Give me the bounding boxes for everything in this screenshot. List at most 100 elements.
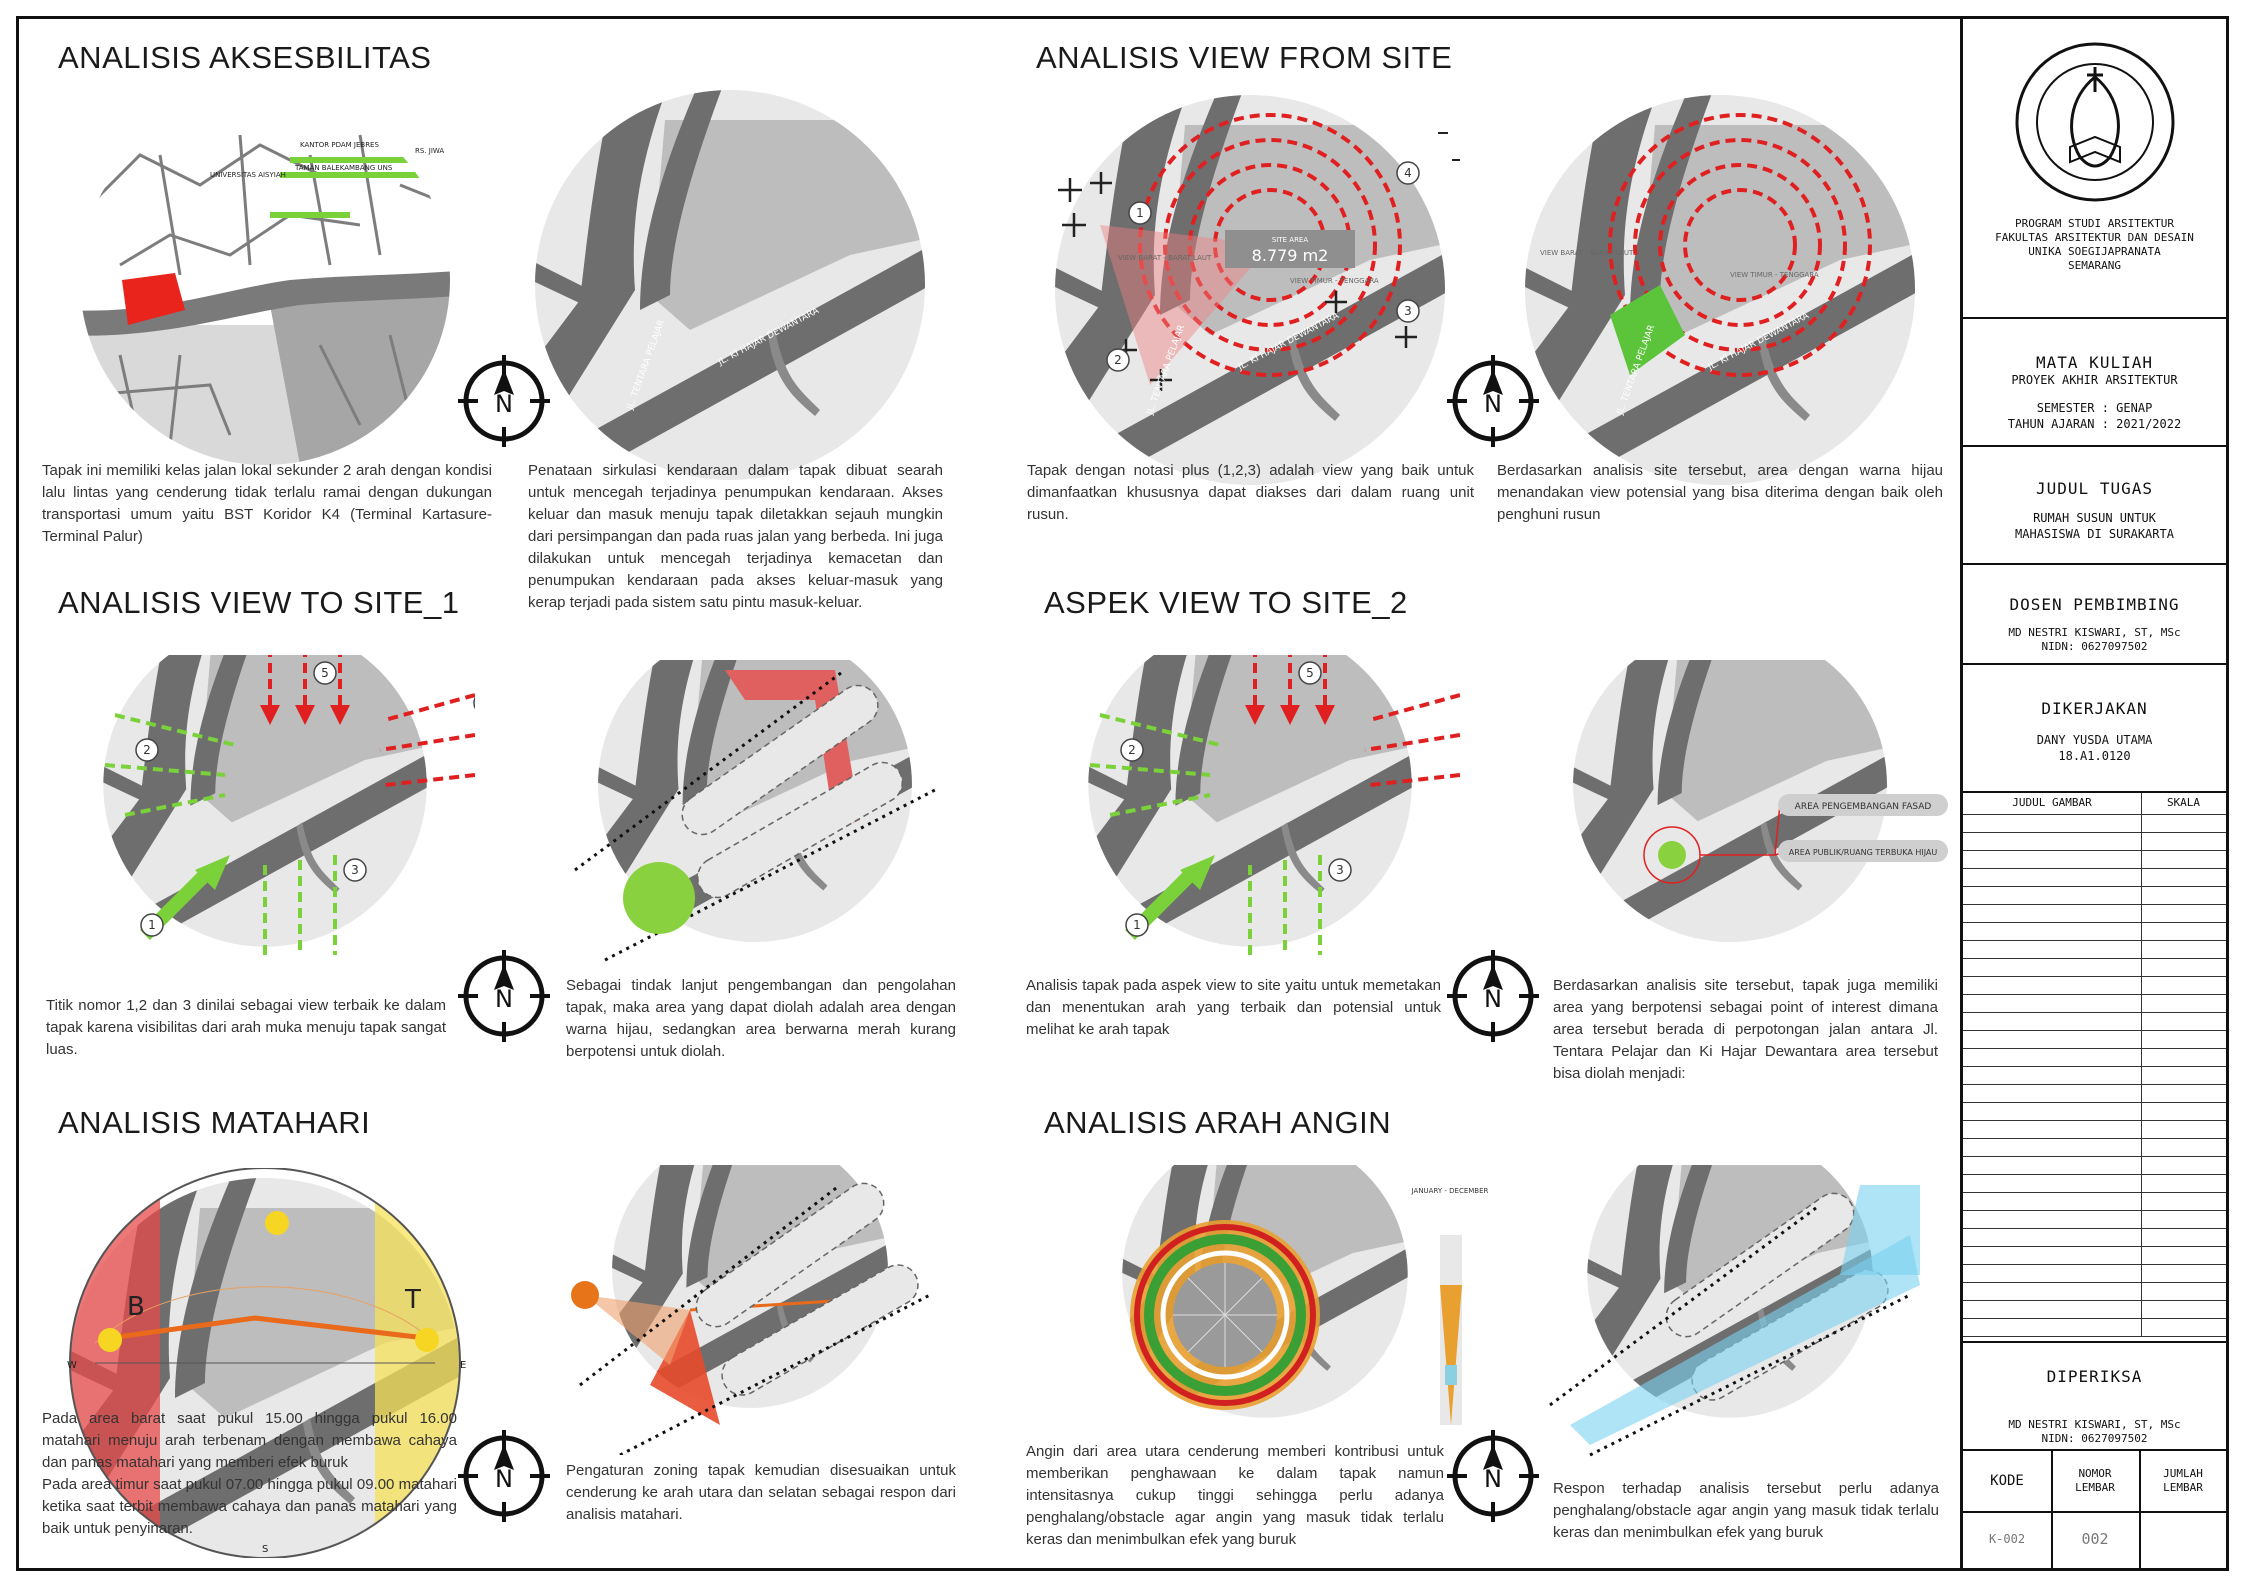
tb-col-skala: SKALA xyxy=(2166,796,2201,809)
tb-gambar-row xyxy=(1963,1139,2226,1157)
tb-dikerjakan-title: DIKERJAKAN xyxy=(2041,699,2148,718)
text-aksesbilitas-1: Tapak ini memiliki kelas jalan lokal sek… xyxy=(42,462,492,545)
tb-kode-label: KODE xyxy=(1990,1473,2024,1489)
north-compass-icon: N xyxy=(458,950,550,1042)
view-label-barat: VIEW BARAT - BARAT LAUT xyxy=(1118,254,1212,262)
compass-n: N xyxy=(1484,1465,1502,1493)
tb-gambar-row xyxy=(1963,977,2226,995)
svg-text:2: 2 xyxy=(1128,743,1136,757)
label-w: W xyxy=(67,1360,77,1371)
tb-mata-kuliah: MATA KULIAH PROYEK AKHIR ARSITEKTUR SEME… xyxy=(1963,319,2226,447)
title-block: PROGRAM STUDI ARSITEKTUR FAKULTAS ARSITE… xyxy=(1960,19,2226,1568)
tb-mhs-name: DANY YUSDA UTAMA xyxy=(2036,733,2153,747)
compass-n: N xyxy=(495,390,513,418)
svg-text:2: 2 xyxy=(1114,353,1122,367)
tb-judul-title: JUDUL TUGAS xyxy=(2036,479,2153,498)
map-label-kantor: KANTOR PDAM JEBRES xyxy=(300,141,379,149)
tb-mk-name: PROYEK AKHIR ARSITEKTUR xyxy=(2011,373,2178,387)
zoning-sun-response-map xyxy=(571,1165,931,1455)
view-label-timur: VIEW TIMUR - TENGGARA xyxy=(1730,271,1819,279)
tb-diperiksa-nidn: NIDN: 0627097502 xyxy=(2041,1432,2148,1445)
label-e: E xyxy=(460,1360,466,1371)
map-label-universitas: UNIVERSITAS AISYIAH xyxy=(210,171,286,179)
svg-text:5: 5 xyxy=(321,666,329,680)
sun-path-diagram: B T W E S xyxy=(67,1168,466,1558)
tb-kode-block: KODE NOMOR LEMBAR JUMLAH LEMBAR K-002 00… xyxy=(1963,1451,2226,1568)
tb-school-line2: FAKULTAS ARSITEKTUR DAN DESAIN xyxy=(1995,231,2194,244)
title-view-from-site: ANALISIS VIEW FROM SITE xyxy=(1036,40,1453,75)
tb-judul-1: RUMAH SUSUN UNTUK xyxy=(2033,511,2156,525)
tb-gambar-row xyxy=(1963,1211,2226,1229)
text-view-from-2: Berdasarkan analisis site tersebut, area… xyxy=(1497,462,1943,523)
north-compass-icon: N xyxy=(1447,950,1539,1042)
svg-text:4: 4 xyxy=(1404,166,1412,180)
tb-gambar-row xyxy=(1963,1319,2226,1337)
tb-gambar-row xyxy=(1963,869,2226,887)
tb-gambar-row xyxy=(1963,1085,2226,1103)
label-s: S xyxy=(262,1544,268,1555)
tb-jumlah-label-1: JUMLAH xyxy=(2163,1467,2203,1480)
tb-gambar-header: JUDUL GAMBAR SKALA xyxy=(1963,793,2226,815)
tb-mk-title: MATA KULIAH xyxy=(2036,353,2153,372)
tb-gambar-row xyxy=(1963,995,2226,1013)
text-view-to-2b: Berdasarkan analisis site tersebut, tapa… xyxy=(1553,977,1938,1082)
wind-rose-map: JANUARY - DECEMBER xyxy=(1040,1165,1489,1425)
tb-gambar-row xyxy=(1963,833,2226,851)
tb-mhs-nim: 18.A1.0120 xyxy=(2058,749,2131,763)
tb-gambar-row xyxy=(1963,1283,2226,1301)
tb-school-line3: UNIKA SOEGIJAPRANATA xyxy=(2028,245,2161,258)
tb-university: PROGRAM STUDI ARSITEKTUR FAKULTAS ARSITE… xyxy=(1963,19,2226,319)
tb-gambar-row xyxy=(1963,1157,2226,1175)
title-view-to-site-2: ASPEK VIEW TO SITE_2 xyxy=(1044,585,1408,620)
rose-caption: JANUARY - DECEMBER xyxy=(1411,1187,1489,1195)
pill-fasad: AREA PENGEMBANGAN FASAD xyxy=(1795,802,1932,812)
text-matahari-2: Pengaturan zoning tapak kemudian disesua… xyxy=(566,1462,956,1523)
tb-diperiksa: DIPERIKSA MD NESTRI KISWARI, ST, MSc NID… xyxy=(1963,1341,2226,1451)
tb-gambar-row xyxy=(1963,1013,2226,1031)
svg-text:1: 1 xyxy=(148,918,156,932)
tb-gambar-row xyxy=(1963,1301,2226,1319)
view-label-timur: VIEW TIMUR - TENGGARA xyxy=(1290,277,1379,285)
tb-gambar-row xyxy=(1963,1067,2226,1085)
title-matahari: ANALISIS MATAHARI xyxy=(58,1105,371,1140)
text-angin-1: Angin dari area utara cenderung memberi … xyxy=(1026,1443,1444,1548)
tb-gambar-row xyxy=(1963,1049,2226,1067)
north-compass-icon: N xyxy=(458,1430,550,1522)
text-view-from-1: Tapak dengan notasi plus (1,2,3) adalah … xyxy=(1027,462,1474,523)
tb-gambar-row xyxy=(1963,1121,2226,1139)
compass-n: N xyxy=(1484,390,1502,418)
text-view-to-1b: Sebagai tindak lanjut pengembangan dan p… xyxy=(566,977,956,1060)
accessibility-map: KANTOR PDAM JEBRES RS. JIWA TAMAN BALEKA… xyxy=(80,95,450,465)
tb-gambar-row xyxy=(1963,1193,2226,1211)
tb-col-judul: JUDUL GAMBAR xyxy=(2012,796,2092,809)
svg-text:1: 1 xyxy=(1136,206,1144,220)
tb-dikerjakan: DIKERJAKAN DANY YUSDA UTAMA 18.A1.0120 xyxy=(1963,665,2226,793)
svg-text:1: 1 xyxy=(1133,918,1141,932)
tb-gambar-row xyxy=(1963,923,2226,941)
tb-gambar-row xyxy=(1963,941,2226,959)
wind-response-map xyxy=(1549,1165,1920,1457)
tb-gambar-row xyxy=(1963,1229,2226,1247)
tb-school-line1: PROGRAM STUDI ARSITEKTUR xyxy=(2015,217,2174,230)
north-compass-icon: N xyxy=(1447,1430,1539,1522)
pill-publik: AREA PUBLIK/RUANG TERBUKA HIJAU xyxy=(1789,848,1938,857)
tb-kode-value: K-002 xyxy=(1988,1532,2026,1546)
svg-text:3: 3 xyxy=(351,863,359,877)
text-view-to-2a: Analisis tapak pada aspek view to site y… xyxy=(1026,977,1441,1038)
drawing-frame xyxy=(16,16,2229,1571)
tb-gambar-row xyxy=(1963,887,2226,905)
view-label-barat: VIEW BARAT - BARAT LAUT xyxy=(1540,249,1634,257)
compass-n: N xyxy=(495,1465,513,1493)
title-aksesbilitas: ANALISIS AKSESBILITAS xyxy=(58,40,432,75)
tb-semester: SEMESTER : GENAP xyxy=(2036,401,2153,415)
compass-n: N xyxy=(1484,985,1502,1013)
tb-judul-2: MAHASISWA DI SURAKARTA xyxy=(2015,527,2174,541)
tb-dosen-title: DOSEN PEMBIMBING xyxy=(2009,595,2180,614)
label-timur: T xyxy=(404,1285,421,1315)
text-matahari-1: Pada area barat saat pukul 15.00 hingga … xyxy=(42,1410,457,1537)
site-area-label: SITE AREA xyxy=(1272,236,1309,244)
tb-nomor-value: 002 xyxy=(2081,1530,2109,1548)
tb-gambar-row xyxy=(1963,1031,2226,1049)
